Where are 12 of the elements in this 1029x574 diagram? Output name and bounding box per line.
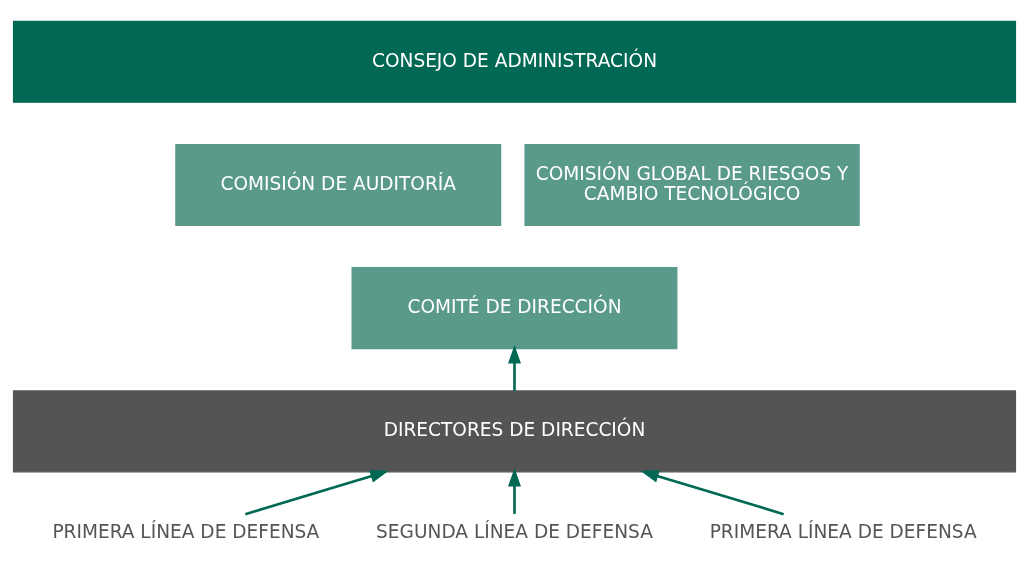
arrow bbox=[640, 469, 784, 516]
node-box: COMITÉ DE DIRECCIÓN bbox=[351, 267, 678, 350]
node-text: PRIMERA LÍNEA DE DEFENSA bbox=[52, 521, 320, 543]
arrow bbox=[508, 344, 521, 391]
node-text: PRIMERA LÍNEA DE DEFENSA bbox=[709, 521, 977, 543]
node-box: DIRECTORES DE DIRECCIÓN bbox=[12, 390, 1017, 473]
node-box: COMISIÓN GLOBAL DE RIESGOS Y CAMBIO TECNOLÓGICO bbox=[524, 143, 860, 227]
node-text: SEGUNDA LÍNEA DE DEFENSA bbox=[376, 521, 653, 543]
arrow bbox=[508, 467, 521, 514]
node-box: COMISIÓN DE AUDITORÍA bbox=[175, 143, 502, 227]
arrow bbox=[245, 469, 389, 516]
node-box: CONSEJO DE ADMINISTRACIÓN bbox=[12, 20, 1017, 103]
